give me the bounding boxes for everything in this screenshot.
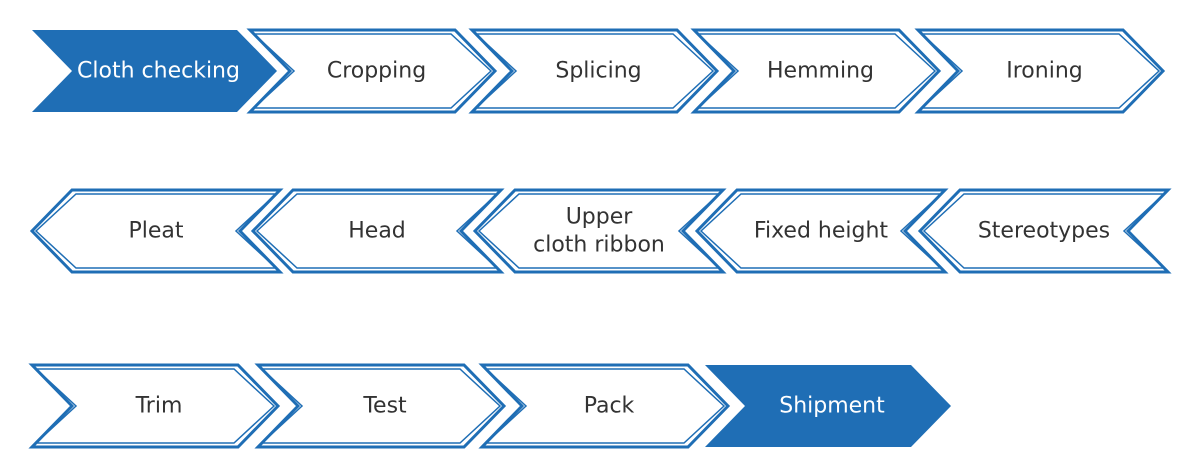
- chevron-left-arrow-inner-outline: [922, 193, 1166, 269]
- step-label-pleat: Pleat: [128, 219, 183, 244]
- step-pleat: Pleat: [29, 188, 284, 274]
- chevron-left-arrow-inner-outline: [699, 193, 943, 269]
- chevron-right-arrow: [32, 30, 277, 112]
- step-label-splicing: Splicing: [555, 59, 641, 84]
- step-label-head: Head: [348, 219, 406, 244]
- step-hemming: Hemming: [690, 28, 942, 114]
- chevron-left-arrow: [29, 188, 284, 274]
- step-splicing: Splicing: [468, 28, 720, 114]
- step-stereotypes: Stereotypes: [917, 188, 1172, 274]
- chevron-right-arrow-inner-outline: [696, 33, 937, 109]
- chevron-right-arrow-inner-outline: [252, 33, 493, 109]
- chevron-right-arrow-inner-outline: [484, 368, 726, 444]
- step-label-cropping: Cropping: [327, 59, 426, 84]
- flow-row-1: Cloth checking Cropping Splicing Hemming Iro…: [32, 28, 1166, 114]
- chevron-right-arrow: [478, 363, 731, 449]
- step-label-upper-cloth-ribbon-line-1: Upper: [566, 205, 634, 230]
- chevron-right-arrow-inner-outline: [474, 33, 715, 109]
- chevron-right-arrow: [254, 363, 507, 449]
- step-label-ironing: Ironing: [1006, 59, 1082, 84]
- chevron-right-arrow: [28, 363, 281, 449]
- chevron-left-arrow: [917, 188, 1172, 274]
- chevron-right-arrow: [468, 28, 720, 114]
- step-head: Head: [250, 188, 505, 274]
- step-upper-cloth-ribbon: Upper cloth ribbon: [472, 188, 727, 274]
- flow-row-3: Trim Test Pack Shipment: [28, 363, 951, 449]
- chevron-right-arrow-inner-outline: [260, 368, 502, 444]
- step-trim: Trim: [28, 363, 281, 449]
- chevron-left-arrow: [250, 188, 505, 274]
- step-label-stereotypes: Stereotypes: [978, 219, 1110, 244]
- chevron-right-arrow: [705, 365, 951, 447]
- step-label-fixed-height: Fixed height: [754, 219, 889, 244]
- chevron-right-arrow: [914, 28, 1166, 114]
- step-fixed-height: Fixed height: [694, 188, 949, 274]
- step-label-pack: Pack: [584, 394, 635, 419]
- step-label-hemming: Hemming: [767, 59, 874, 84]
- chevron-left-arrow-inner-outline: [255, 193, 499, 269]
- chevron-left-arrow: [472, 188, 727, 274]
- step-label-cloth-checking: Cloth checking: [77, 59, 240, 84]
- chevron-right-arrow: [690, 28, 942, 114]
- flow-row-2: Pleat Head Upper cloth ribbon Fixed height St…: [29, 188, 1172, 274]
- chevron-right-arrow-inner-outline: [920, 33, 1161, 109]
- step-pack: Pack: [478, 363, 731, 449]
- chevron-right-arrow: [246, 28, 498, 114]
- step-ironing: Ironing: [914, 28, 1166, 114]
- step-label-shipment: Shipment: [779, 394, 885, 419]
- step-cloth-checking: Cloth checking: [32, 30, 277, 112]
- chevron-left-arrow: [694, 188, 949, 274]
- step-label-upper-cloth-ribbon-line-2: cloth ribbon: [533, 233, 665, 258]
- step-label-test: Test: [362, 394, 407, 419]
- step-shipment: Shipment: [705, 365, 951, 447]
- chevron-right-arrow-inner-outline: [34, 368, 276, 444]
- chevron-left-arrow-inner-outline: [34, 193, 278, 269]
- step-test: Test: [254, 363, 507, 449]
- step-cropping: Cropping: [246, 28, 498, 114]
- chevron-left-arrow-inner-outline: [477, 193, 721, 269]
- step-label-trim: Trim: [135, 394, 183, 419]
